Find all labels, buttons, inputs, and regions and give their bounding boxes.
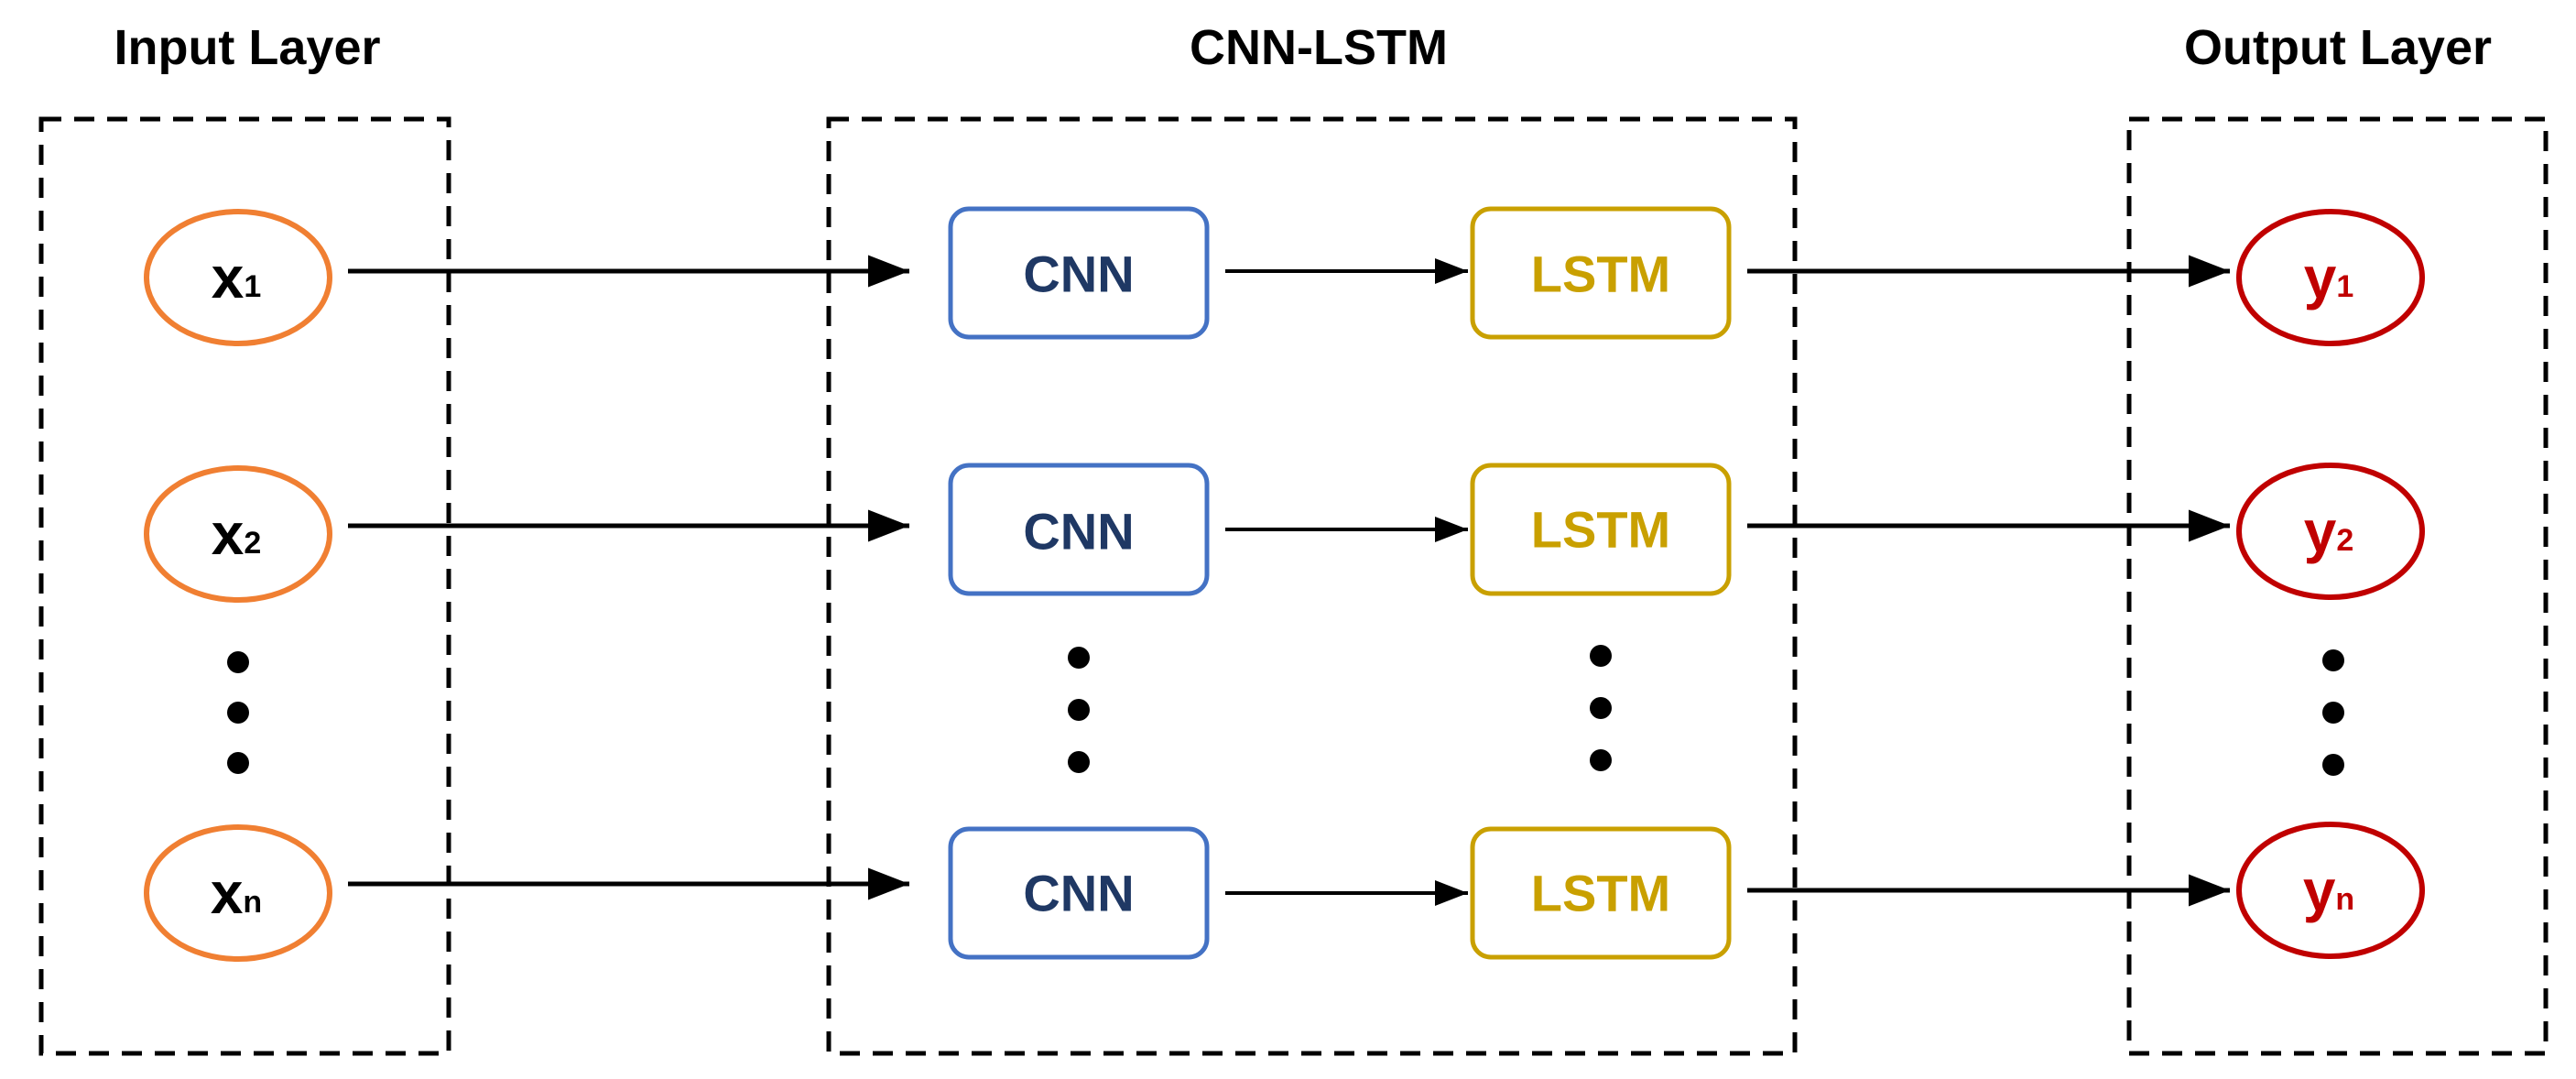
lstm-block-n (1470, 826, 1732, 960)
row-2: x2 CNN LSTM y2 (144, 463, 2425, 603)
cnn-ellipsis (1068, 647, 1090, 773)
output-node-1-base: y (2304, 245, 2337, 311)
input-node-1-label: x1 (212, 245, 262, 311)
cnn-block-2 (948, 463, 1210, 596)
output-layer-title: Output Layer (2184, 20, 2492, 75)
input-node-1 (144, 209, 332, 346)
lstm-block-n-label: LSTM (1531, 865, 1670, 922)
cnn-block-n (948, 826, 1210, 960)
row-n: xn CNN LSTM yn (144, 822, 2425, 962)
row-1: x1 CNN LSTM y1 (144, 206, 2425, 346)
input-node-2-base: x (212, 501, 245, 567)
output-node-2-base: y (2304, 498, 2337, 564)
input-node-n-base: x (211, 860, 244, 926)
output-node-2 (2236, 463, 2425, 600)
input-node-1-sub: 1 (244, 269, 261, 304)
cnn-block-1 (948, 206, 1210, 340)
input-node-2-sub: 2 (244, 526, 261, 561)
output-node-n (2236, 822, 2425, 959)
input-node-n-sub: n (243, 885, 262, 920)
cnn-block-1-label: CNN (1023, 245, 1134, 303)
output-node-1-sub: 1 (2336, 269, 2353, 304)
output-layer-box (2126, 116, 2549, 1056)
output-node-n-sub: n (2335, 882, 2354, 917)
output-node-1 (2236, 209, 2425, 346)
lstm-block-1 (1470, 206, 1732, 340)
output-node-1-label: y1 (2304, 245, 2354, 311)
input-layer-box (38, 116, 451, 1056)
lstm-block-1-label: LSTM (1531, 245, 1670, 303)
output-node-n-label: yn (2303, 857, 2354, 923)
input-ellipsis (227, 651, 249, 774)
cnn-lstm-title: CNN-LSTM (1190, 20, 1448, 75)
output-node-2-label: y2 (2304, 498, 2354, 564)
cnn-lstm-box (826, 116, 1798, 1056)
input-node-n-label: xn (211, 860, 262, 926)
lstm-block-2-label: LSTM (1531, 501, 1670, 559)
input-node-1-base: x (212, 245, 245, 311)
input-node-n (144, 824, 332, 962)
input-layer-title: Input Layer (114, 20, 380, 75)
lstm-block-2 (1470, 463, 1732, 596)
lstm-ellipsis (1590, 645, 1612, 771)
cnn-block-2-label: CNN (1023, 503, 1134, 561)
output-ellipsis (2322, 649, 2344, 776)
output-node-2-sub: 2 (2336, 523, 2353, 558)
output-node-n-base: y (2303, 857, 2336, 923)
input-node-2-label: x2 (212, 501, 262, 567)
input-node-2 (144, 465, 332, 603)
cnn-block-n-label: CNN (1023, 865, 1134, 922)
